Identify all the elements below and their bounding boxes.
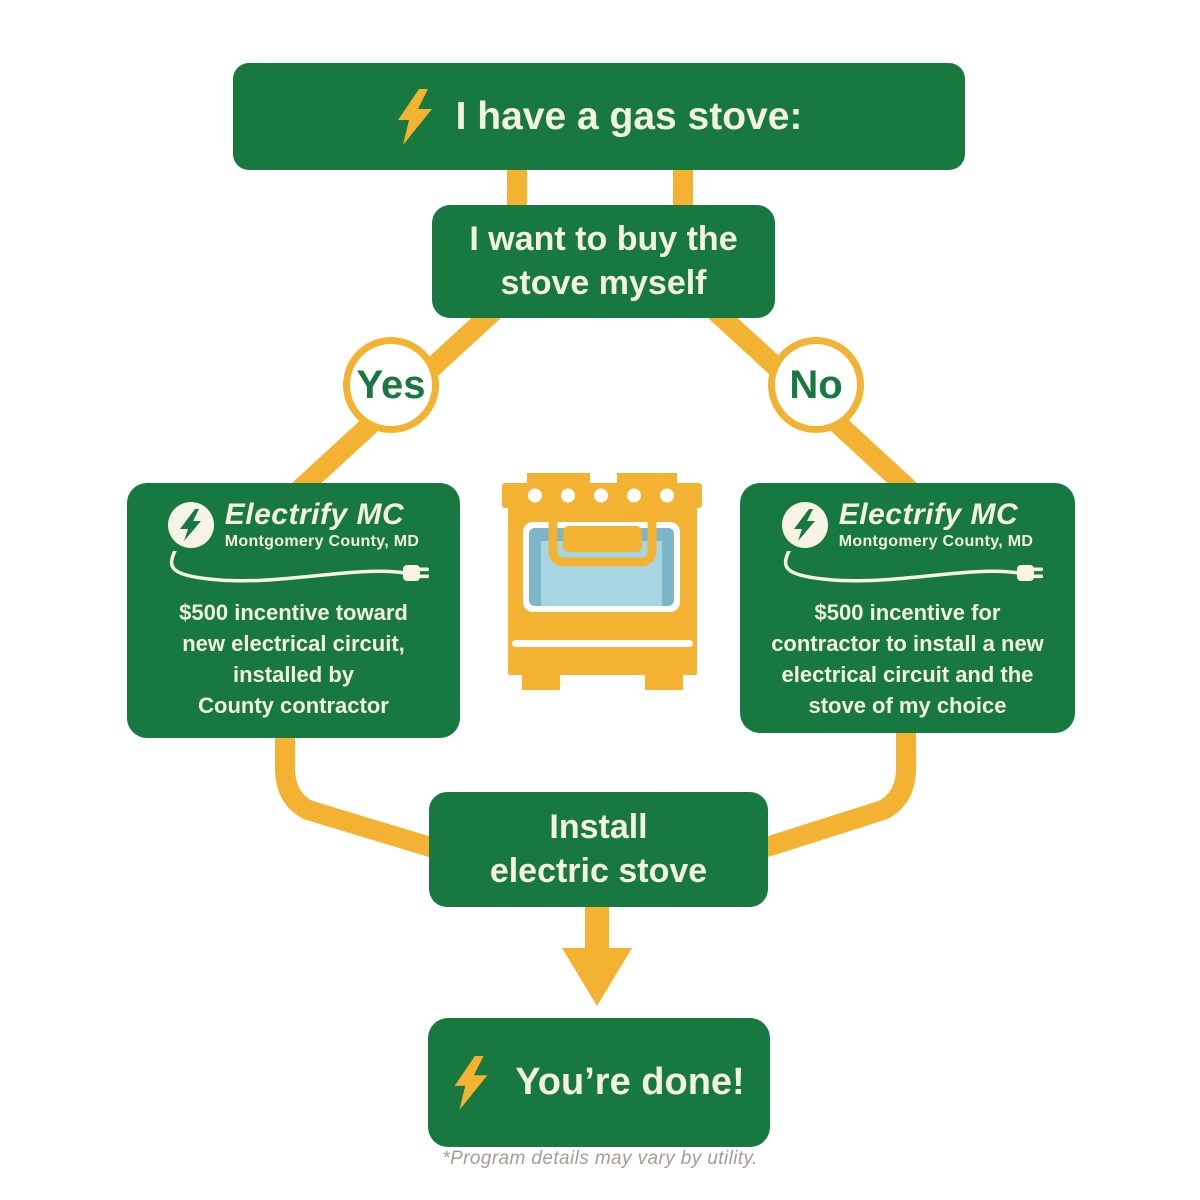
done-label: You’re done! [515,1061,745,1103]
yes-label: Yes [356,362,426,407]
no-label: No [789,362,843,407]
left-outcome-line-4: County contractor [198,692,389,718]
node-outcome-left: Electrify MC Montgomery County, MD $500 … [127,483,460,738]
right-outcome-line-2: contractor to install a new [771,630,1044,656]
gas-stove-illustration [502,473,702,690]
question-line-2: stove myself [500,263,707,302]
right-outcome-line-3: electrical circuit and the [781,661,1034,687]
left-outcome-line-2: new electrical circuit, [182,630,405,656]
branch-no-badge: No [768,337,864,433]
node-question: I want to buy the stove myself [432,205,775,318]
branch-yes-badge: Yes [343,337,439,433]
arrow-head [562,948,632,1006]
install-line-2: electric stove [489,851,708,890]
lightning-icon [454,1055,488,1110]
lightning-bolt-circle-icon [167,501,214,548]
connector-right-to-install [738,708,916,863]
node-done: You’re done! [428,1018,770,1147]
left-outcome-text: $500 incentive toward new electrical cir… [179,597,408,721]
node-install: Install electric stove [429,792,768,907]
lightning-bolt-circle-icon [781,501,828,548]
right-outcome-text: $500 incentive for contractor to install… [771,597,1044,721]
brand-subtitle: Montgomery County, MD [224,532,420,550]
electrify-mc-logo: Electrify MC Montgomery County, MD [167,498,420,551]
install-line-1: Install [549,807,648,846]
left-outcome-line-3: installed by [232,661,355,687]
connector-left-to-install [275,712,460,863]
lightning-icon [397,88,432,145]
power-cord-plug-icon [169,550,429,582]
footnote: *Program details may vary by utility. [442,1148,758,1169]
brand-name: Electrify MC [224,498,405,531]
brand-subtitle: Montgomery County, MD [838,532,1034,550]
power-cord-plug-icon [783,550,1043,582]
right-outcome-line-4: stove of my choice [808,692,1007,718]
brand-name: Electrify MC [838,498,1019,531]
electrify-mc-logo: Electrify MC Montgomery County, MD [781,498,1034,551]
question-line-1: I want to buy the [469,219,738,258]
start-label: I have a gas stove: [455,94,803,138]
right-outcome-line-1: $500 incentive for [814,599,1001,625]
node-start: I have a gas stove: [233,63,965,170]
left-outcome-line-1: $500 incentive toward [179,599,408,625]
node-outcome-right: Electrify MC Montgomery County, MD $500 … [740,483,1075,733]
